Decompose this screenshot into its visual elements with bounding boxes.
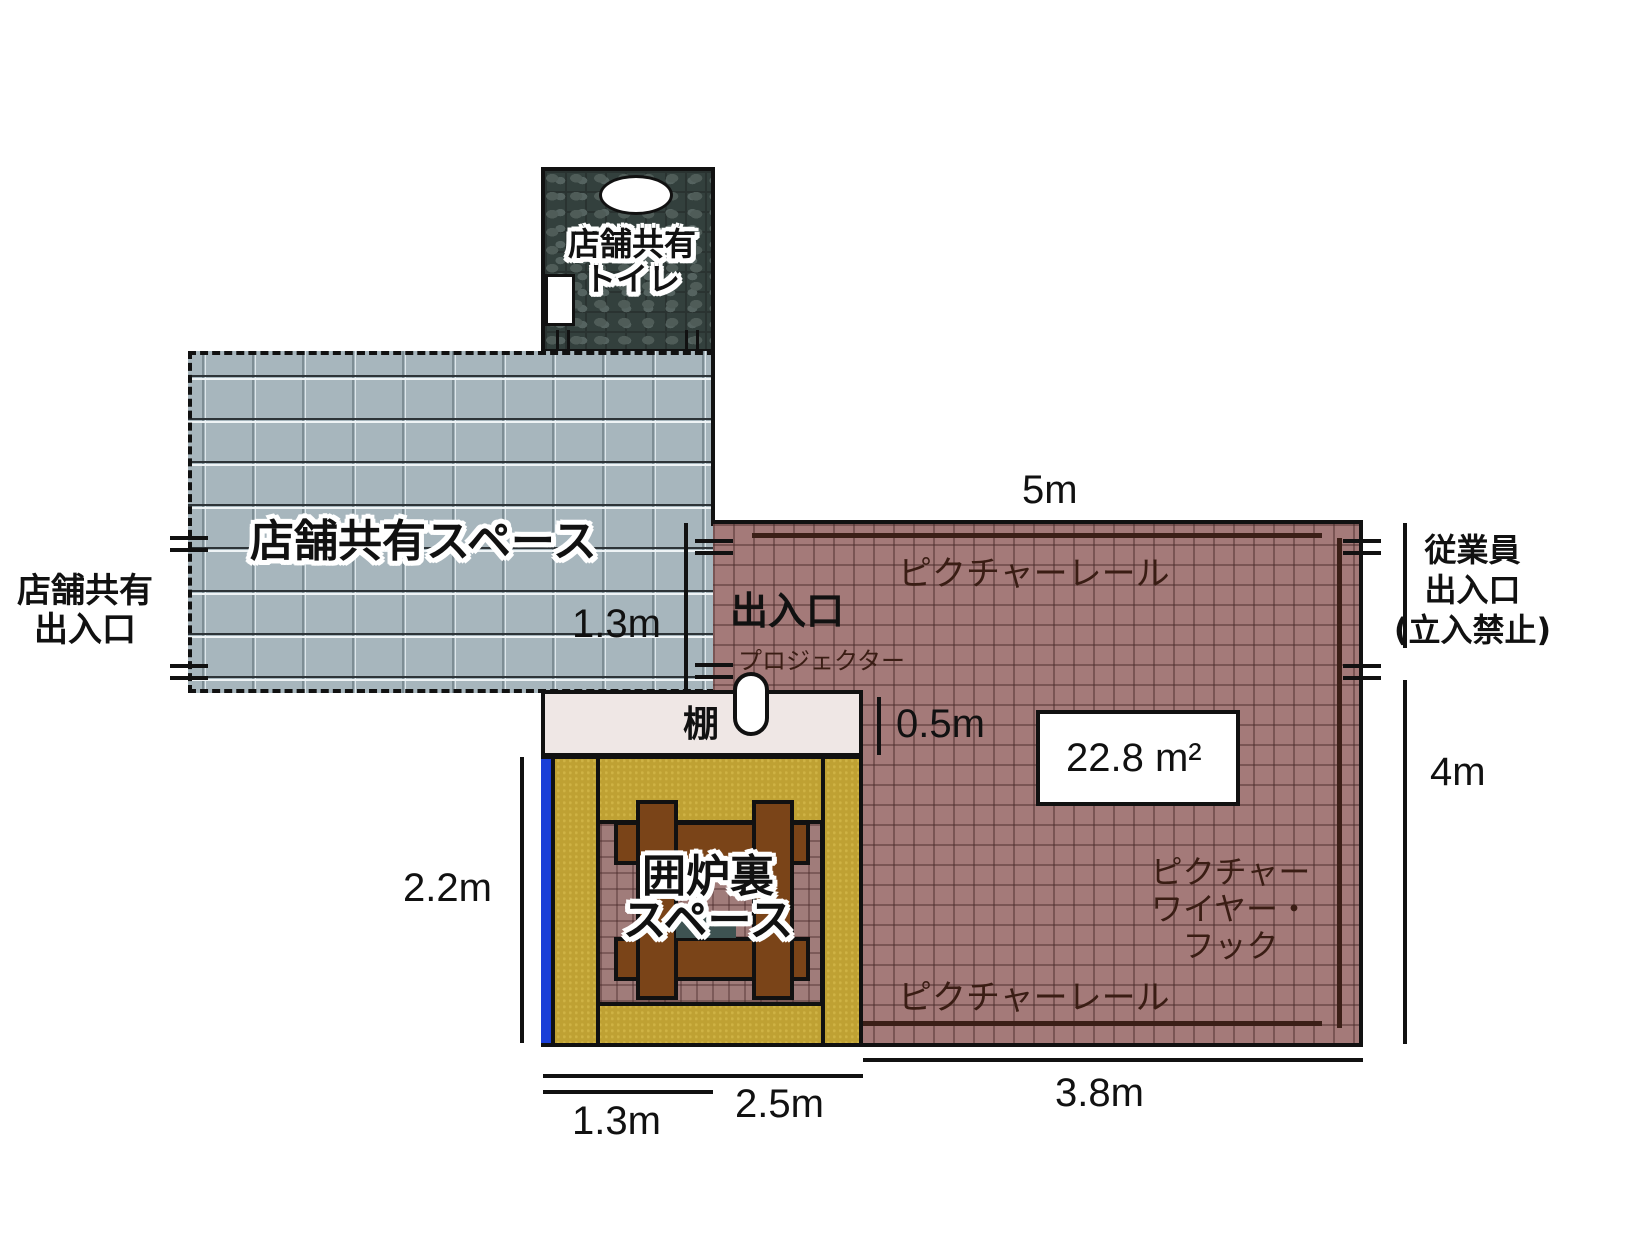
- wire-hook-line1: ピクチャー: [1150, 853, 1311, 891]
- shared-space-label: 店舗共有スペース: [250, 516, 597, 567]
- toilet-bowl-icon: [599, 175, 673, 215]
- staff-entrance-door-mark: [1343, 676, 1381, 680]
- picture-rail-top: [752, 533, 1322, 538]
- partition-wall: [711, 351, 715, 526]
- staff-entrance-line2: 出入口: [1424, 571, 1521, 609]
- main-entrance-door-mark: [695, 551, 733, 555]
- blue-wall: [541, 759, 555, 1043]
- hearth-ash: [676, 916, 736, 938]
- staff-entrance-label: 従業員 出入口 (立入禁止): [1380, 530, 1565, 650]
- toilet-door-mark: [567, 330, 570, 370]
- staff-entrance-door-mark: [1343, 539, 1381, 543]
- shared-entrance-door-mark: [170, 536, 208, 540]
- toilet-label-line1: 店舗共有: [567, 225, 696, 263]
- bottom-irori-total-dim: 2.5m: [735, 1082, 824, 1126]
- shelf-label: 棚: [683, 704, 720, 745]
- bottom-irori-total-dim-line: [543, 1074, 863, 1078]
- picture-rail-bottom: [752, 1021, 1322, 1026]
- toilet-door-mark: [685, 330, 688, 370]
- wire-hook-line3: フック: [1182, 926, 1279, 965]
- toilet-room: 店舗共有 トイレ: [541, 167, 715, 353]
- wire-hook-line2: ワイヤー・: [1150, 889, 1311, 928]
- irori-height-dim-line: [520, 757, 524, 1043]
- irori-label-line2: スペース: [622, 895, 794, 946]
- right-height-dim-line: [1403, 680, 1407, 1044]
- bottom-gallery-dim-line: [863, 1058, 1363, 1062]
- bottom-irori-inner-dim: 1.3m: [572, 1099, 661, 1143]
- shelf-dim-line: [877, 697, 881, 755]
- shared-entrance-label: 店舗共有 出入口: [2, 571, 168, 651]
- bottom-irori-inner-dim-line: [543, 1090, 713, 1094]
- staff-entrance-line1: 従業員: [1424, 531, 1521, 569]
- shared-entrance-door-mark: [170, 548, 208, 552]
- staff-entrance-line3: (立入禁止): [1393, 611, 1552, 649]
- shelf-depth-dim: 0.5m: [896, 702, 985, 746]
- projector-icon: [733, 672, 769, 736]
- entrance-dim-line: [684, 523, 688, 690]
- main-entrance-door-mark: [695, 675, 733, 679]
- staff-entrance-dim-line: [1403, 523, 1407, 648]
- shelf: 棚: [541, 690, 863, 757]
- shared-entrance-door-mark: [170, 676, 208, 680]
- bottom-gallery-dim: 3.8m: [1055, 1071, 1144, 1115]
- shared-entrance-door-mark: [170, 664, 208, 668]
- toilet-door-mark: [696, 330, 699, 370]
- main-entrance-door-mark: [695, 663, 733, 667]
- entrance-width-dim: 1.3m: [572, 602, 661, 646]
- main-entrance-label: 出入口: [730, 589, 845, 633]
- shared-entrance-line2: 出入口: [34, 610, 136, 651]
- top-width-dim: 5m: [1022, 468, 1078, 512]
- shared-entrance-line1: 店舗共有: [17, 571, 153, 611]
- area-box: 22.8 m²: [1036, 710, 1240, 806]
- picture-rail-top-label: ピクチャーレール: [898, 554, 1170, 594]
- right-height-dim: 4m: [1430, 750, 1486, 794]
- hearth-frame: [752, 800, 794, 1000]
- staff-entrance-door-mark: [1343, 664, 1381, 668]
- irori-label-line1: 囲炉裏: [642, 851, 774, 902]
- staff-entrance-door-mark: [1343, 551, 1381, 555]
- picture-rail-bottom-label: ピクチャーレール: [898, 978, 1170, 1018]
- shared-space-room: [188, 351, 715, 693]
- area-value: 22.8 m²: [1066, 736, 1202, 780]
- toilet-door-mark: [556, 330, 559, 370]
- hearth-frame: [636, 800, 678, 1000]
- main-entrance-door-mark: [695, 539, 733, 543]
- picture-rail-right: [1337, 538, 1342, 1028]
- irori-height-dim: 2.2m: [403, 866, 492, 910]
- projector-label: プロジェクター: [738, 647, 906, 675]
- sink-icon: [545, 274, 575, 326]
- picture-wire-hook-label: ピクチャー ワイヤー・ フック: [1138, 854, 1323, 964]
- toilet-label-line2: トイレ: [583, 260, 680, 299]
